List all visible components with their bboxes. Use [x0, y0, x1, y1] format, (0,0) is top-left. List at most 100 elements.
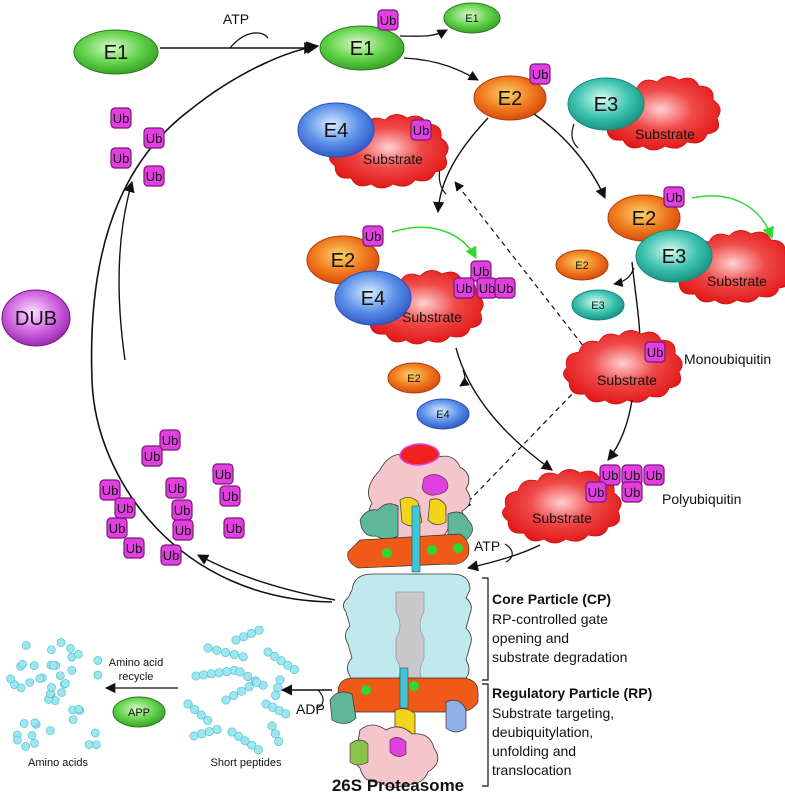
e3-label: E3	[662, 246, 686, 268]
proteasome-26s	[329, 443, 479, 788]
e3-label: E3	[594, 94, 618, 116]
e2-e3-substrate-complex: Substrate E2 Ub E3	[607, 186, 785, 305]
ub-tag: Ub	[497, 281, 514, 296]
cp-desc-line-1: RP-controlled gate	[492, 611, 608, 627]
e1-free: E1	[73, 29, 159, 75]
proteasome-label: 26S Proteasome	[332, 776, 464, 795]
active-site-dot	[382, 548, 392, 558]
dub-enzyme: DUB	[1, 289, 71, 347]
e2-released-left: E2	[387, 362, 441, 394]
e4-released-left: E4	[416, 398, 470, 430]
substrate-label: Substrate	[707, 273, 767, 289]
ub-tag: Ub	[413, 123, 430, 138]
atp-label-proteasome: ATP	[474, 538, 500, 554]
ub-tag: Ub	[215, 467, 232, 482]
ub-tag: Ub	[109, 521, 126, 536]
e4-released-label: E4	[436, 409, 449, 421]
ub-tag: Ub	[473, 264, 490, 279]
ub-tag: Ub	[479, 281, 496, 296]
recycle-label-line-2: recycle	[119, 671, 154, 683]
ub-tag: Ub	[380, 13, 397, 28]
substrate-label: Substrate	[363, 151, 423, 167]
e2-released-label: E2	[407, 373, 420, 385]
rp-subunit-magenta	[389, 737, 407, 757]
e1-release-arrow	[399, 29, 448, 39]
rp-desc-line-3: unfolding and	[492, 743, 576, 759]
rp-desc-line-2: deubiquitylation,	[492, 724, 593, 740]
ub-tag: Ub	[666, 190, 683, 205]
ub-tag: Ub	[163, 548, 180, 563]
ub-tag: Ub	[175, 523, 192, 538]
rp-subunit-blue	[445, 699, 467, 733]
ub-tag: Ub	[532, 67, 549, 82]
ub-tag: Ub	[113, 111, 130, 126]
active-site-dot	[427, 545, 437, 555]
rp-subunit-yellow-2	[427, 498, 447, 525]
e2-released-label: E2	[575, 260, 588, 272]
app-enzyme: APP	[112, 696, 166, 728]
dub-label: DUB	[15, 308, 57, 330]
ub-tag: Ub	[222, 489, 239, 504]
bound-substrate	[399, 443, 440, 466]
ub-tag: Ub	[646, 468, 663, 483]
e3-released-label: E3	[591, 300, 604, 312]
ub-tag: Ub	[624, 485, 641, 500]
ub-tag: Ub	[113, 151, 130, 166]
active-site-dot	[453, 543, 463, 553]
rp-subunit-green	[359, 503, 399, 540]
e4-to-polyubiquitin-arrow	[455, 347, 553, 471]
substrate-label: Substrate	[597, 372, 657, 388]
ub-transfer-arrow-green	[391, 226, 477, 260]
ub-tag: Ub	[456, 281, 473, 296]
ub-tag: Ub	[102, 483, 119, 498]
rp-desc-line-1: Substrate targeting,	[492, 705, 614, 721]
atp-curve	[229, 32, 269, 49]
rp-subunit-lime	[349, 739, 369, 766]
free-ub-cluster-top: Ub Ub Ub Ub	[110, 107, 165, 187]
e1-released-label: E1	[465, 13, 478, 25]
polyubiquitin-label: Polyubiquitin	[662, 491, 741, 507]
rp-base-ring	[347, 533, 470, 569]
substrate-label: Substrate	[402, 309, 462, 325]
cp-desc-line-2: opening and	[492, 630, 569, 646]
e1-label: E1	[104, 42, 128, 64]
e2-label: E2	[632, 208, 656, 230]
ub-tag: Ub	[226, 521, 243, 536]
substrate-label: Substrate	[635, 126, 695, 142]
atp-curve-proteasome	[504, 543, 513, 563]
short-peptides-label: Short peptides	[211, 757, 282, 769]
active-site-dot	[409, 681, 419, 691]
e2-ub-complex: E2 Ub	[473, 63, 551, 121]
ub-tag: Ub	[647, 345, 664, 360]
recycle-label-line-1: Amino acid	[109, 657, 163, 669]
atp-label-top: ATP	[223, 11, 249, 27]
active-site-dot	[361, 685, 371, 695]
ub-transfer-arrow-green	[691, 195, 774, 240]
free-ub-cluster-bottom: Ub Ub Ub Ub Ub Ub Ub Ub Ub Ub Ub Ub Ub	[99, 429, 245, 566]
ub-tag: Ub	[588, 485, 605, 500]
dashed-arrow-proteasome	[461, 387, 579, 509]
rp-subunit-green-bottom-left	[329, 691, 357, 724]
ub-tag: Ub	[162, 433, 179, 448]
e1-ub-complex: E1 Ub	[319, 9, 405, 71]
amino-acids	[6, 638, 103, 751]
monoubiquitin-label: Monoubiquitin	[684, 351, 771, 367]
short-peptides	[183, 625, 299, 755]
rp-lid-bottom	[353, 724, 439, 788]
cp-bracket	[482, 577, 489, 681]
ub-tag: Ub	[174, 503, 191, 518]
to-polyubiquitin-arrow	[607, 399, 633, 461]
e1-ub-label: E1	[350, 38, 374, 60]
e2-label: E2	[331, 250, 355, 272]
to-proteasome-arrow	[466, 544, 541, 572]
release-ub-arrow	[197, 554, 336, 601]
ub-tag: Ub	[126, 541, 143, 556]
e2-label: E2	[498, 88, 522, 110]
release-e2-e4-arrow	[459, 369, 470, 387]
e4-label: E4	[361, 288, 385, 310]
ub-tag: Ub	[146, 169, 163, 184]
ub-tag: Ub	[144, 449, 161, 464]
free-ub-arrow	[118, 180, 135, 361]
e3-join-curve	[571, 123, 579, 149]
